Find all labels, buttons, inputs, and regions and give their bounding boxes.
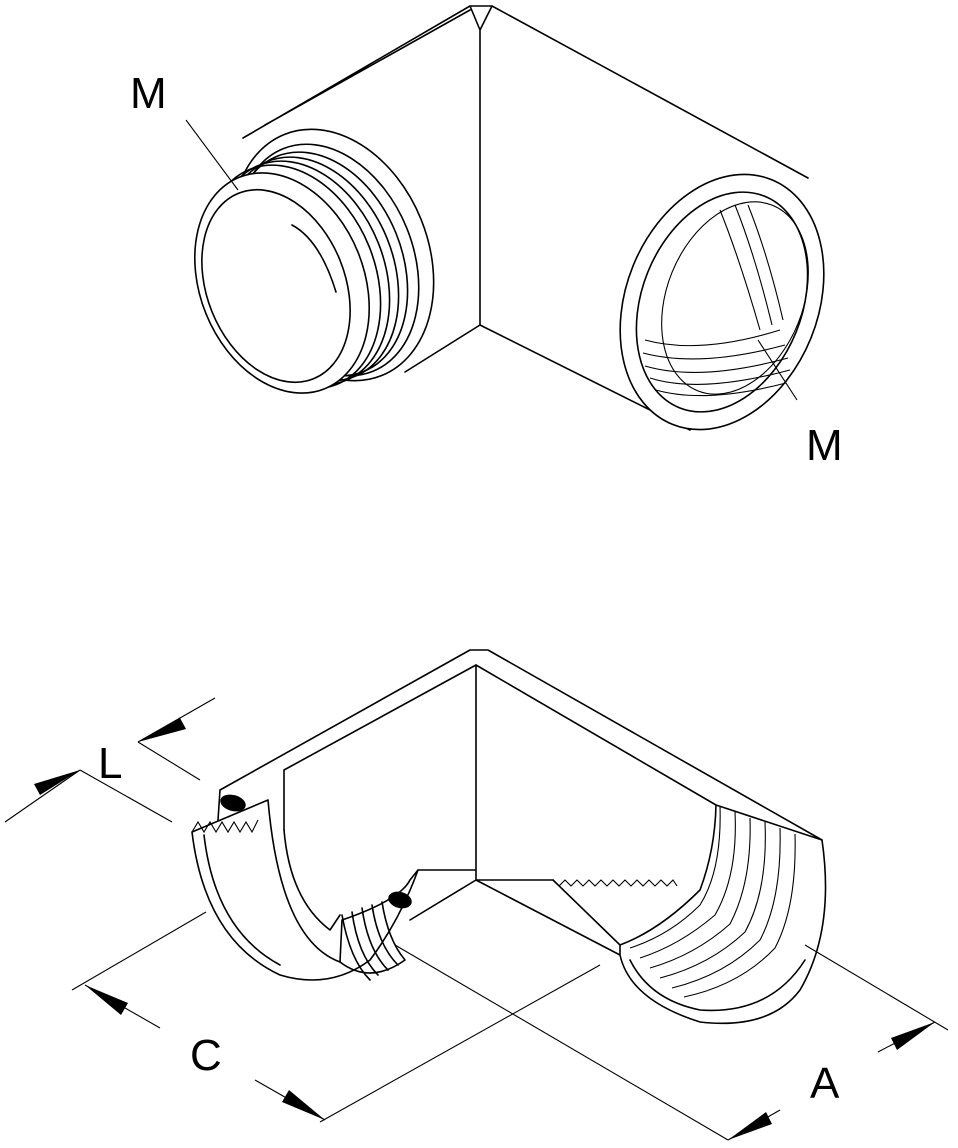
leader-thread-outer (185, 119, 239, 191)
section-male-thread-stub (339, 901, 406, 981)
seal-left (220, 794, 246, 812)
section-left-half (191, 799, 419, 981)
dimension-L: L (4, 697, 216, 823)
label-length-L: L (98, 739, 122, 788)
seal-inner (388, 891, 412, 909)
label-dim-A: A (810, 1059, 840, 1108)
dimension-A: A (394, 944, 949, 1141)
elbow-section-view: L C A (4, 649, 949, 1141)
female-thread-end (619, 173, 825, 431)
leader-thread-inner (757, 339, 798, 401)
label-thread-inner: M (806, 421, 843, 470)
male-thread-end (193, 128, 435, 394)
label-thread-outer: M (130, 69, 167, 118)
elbow-body-outline (242, 5, 809, 431)
elbow-exterior-view: M M (130, 5, 843, 470)
section-outer-outline (217, 649, 823, 956)
dimension-C: C (71, 911, 601, 1123)
label-dim-C: C (190, 1031, 222, 1080)
